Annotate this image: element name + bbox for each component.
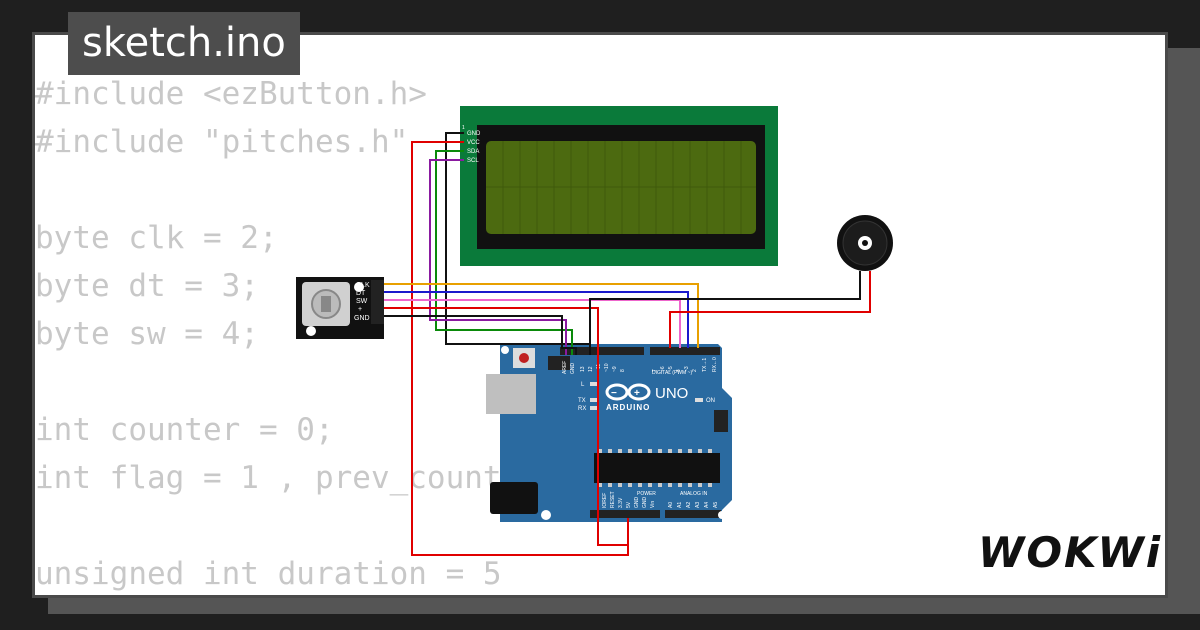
lcd-pin-scl: SCL [467, 158, 479, 164]
code-line: byte sw = 4; [35, 316, 259, 352]
svg-text:−: − [611, 388, 617, 399]
wire-enc-vcc [384, 307, 628, 546]
atmega-chip [594, 453, 720, 483]
file-title: sketch.ino [82, 20, 286, 66]
board-model: UNO [655, 385, 688, 402]
svg-text:TX→1: TX→1 [702, 358, 708, 372]
svg-text:~5: ~5 [668, 366, 674, 372]
code-line: int counter = 0; [35, 412, 334, 448]
rotary-encoder[interactable]: CLK DT SW + GND [296, 277, 384, 339]
code-background: #include <ezButton.h> #include "pitches.h… [35, 70, 520, 598]
svg-text:Vin: Vin [650, 501, 656, 508]
code-line: byte clk = 2; [35, 220, 278, 256]
svg-text:GND: GND [634, 497, 640, 509]
svg-text:GND: GND [642, 497, 648, 509]
wire-enc-clk [384, 283, 699, 348]
analog-pin-labels: A0 A1 A2 A3 A4 A5 [668, 502, 719, 508]
svg-text:A0: A0 [668, 502, 674, 508]
wire-lcd-sda [435, 150, 573, 355]
rx-led-label: RX [578, 406, 586, 412]
encoder-pin-dt: DT [356, 290, 366, 297]
svg-text:~6: ~6 [660, 366, 666, 372]
code-line: #include "pitches.h" [35, 124, 409, 160]
analog-label: ANALOG IN [680, 491, 708, 497]
power-label: POWER [637, 491, 656, 497]
header-analog [665, 510, 721, 518]
buzzer[interactable] [837, 215, 893, 271]
svg-text:5V: 5V [626, 501, 632, 508]
lcd-pin-gnd: GND [467, 131, 481, 137]
encoder-pin-clk: CLK [356, 282, 370, 289]
arduino-uno[interactable]: − + UNO ARDUINO ON L TX RX DIGITAL (PWM … [486, 344, 732, 522]
svg-text:IOREF: IOREF [602, 493, 608, 508]
code-line: int flag = 1 , prev_count; [35, 460, 521, 496]
wire-buzzer-sig [669, 271, 871, 348]
digital-label: DIGITAL (PWM ~) [652, 370, 692, 376]
svg-text:A3: A3 [695, 502, 701, 508]
svg-text:1: 1 [462, 125, 465, 131]
wire-enc-dt [384, 291, 689, 348]
digital-pin-labels: 13 12 ~11 ~10 ~9 8 7 ~6 ~5 4 ~3 2 TX→1 R… [580, 357, 718, 372]
wires [384, 132, 871, 556]
code-line: unsigned int duration = 5 [35, 556, 502, 592]
gnd-label: GND [570, 363, 576, 375]
encoder-pin-plus: + [358, 306, 362, 313]
aref-label: AREF [562, 361, 568, 374]
header-digital-right [650, 347, 720, 355]
lcd-display[interactable]: 1 GND VCC SDA SCL [460, 106, 778, 266]
svg-text:4: 4 [676, 369, 682, 372]
svg-text:RX←0: RX←0 [712, 357, 718, 372]
lcd-char-grid [486, 141, 756, 234]
power-pin-labels: IOREF RESET 3.3V 5V GND GND Vin [602, 491, 656, 508]
svg-text:A1: A1 [677, 502, 683, 508]
svg-text:13: 13 [580, 366, 586, 372]
svg-text:A2: A2 [686, 502, 692, 508]
board-brand: ARDUINO [606, 403, 650, 412]
svg-text:~10: ~10 [604, 363, 610, 372]
lcd-pin-sda: SDA [467, 149, 479, 155]
wire-lcd-vcc [411, 141, 629, 556]
tx-led-label: TX [578, 398, 586, 404]
svg-text:2: 2 [692, 369, 698, 372]
header-digital-left [560, 347, 644, 355]
code-line: byte dt = 3; [35, 268, 259, 304]
svg-text:RESET: RESET [610, 491, 616, 508]
svg-text:+: + [634, 388, 640, 399]
l-led-label: L [581, 382, 585, 388]
code-line: #include <ezButton.h> [35, 76, 427, 112]
svg-text:~3: ~3 [684, 366, 690, 372]
on-label: ON [706, 398, 715, 404]
svg-text:8: 8 [620, 369, 626, 372]
wire-lcd-scl [429, 159, 567, 355]
wire-buzzer-gnd [589, 271, 861, 348]
circuit-diagram: 1 GND VCC SDA SCL CLK DT SW + GND [296, 106, 893, 556]
svg-text:7: 7 [652, 369, 658, 372]
file-title-tab[interactable]: sketch.ino [68, 12, 300, 75]
svg-text:3.3V: 3.3V [618, 497, 624, 508]
wire-enc-gnd [384, 315, 577, 355]
wokwi-logo: WOKWi [978, 528, 1163, 577]
power-jack [490, 482, 538, 514]
lcd-pin-vcc: VCC [467, 140, 480, 146]
encoder-pin-sw: SW [356, 298, 368, 305]
header-power [590, 510, 660, 518]
arduino-logo: − + [605, 383, 651, 401]
svg-text:12: 12 [588, 366, 594, 372]
encoder-pin-gnd: GND [354, 315, 370, 322]
svg-text:~9: ~9 [612, 366, 618, 372]
usb-port [486, 374, 536, 414]
svg-text:A5: A5 [713, 502, 719, 508]
svg-text:A4: A4 [704, 502, 710, 508]
